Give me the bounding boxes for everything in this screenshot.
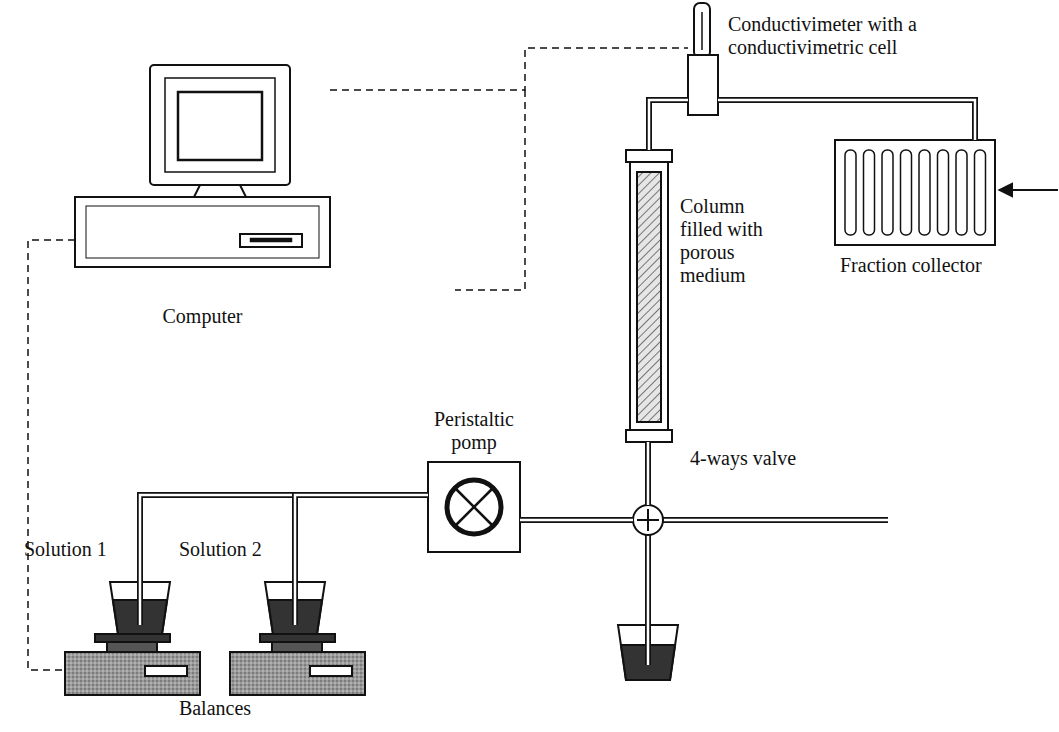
signal-line [455,90,525,290]
tube-wall [718,100,975,140]
tube-bore [647,442,650,505]
solution-beaker: Solution 1 [110,582,170,634]
part-label: Computer [75,305,330,328]
peristaltic-pump: Peristaltic pomp [428,462,520,552]
signal-line [28,240,75,670]
part-label: Column filled with porous medium [680,195,765,287]
signal-connector [28,240,75,670]
tube-bore [139,582,142,625]
computer-case [75,197,330,267]
tube-bore [295,495,428,582]
part-label: Peristaltic pomp [424,408,524,454]
static-tubes [140,520,888,665]
tube-wall [645,442,651,505]
tube-bore [520,519,633,522]
part-label: Solution 1 [24,538,124,561]
part-label: Solution 2 [179,538,279,561]
balance-2 [230,634,365,695]
feed-arrow [999,189,1058,191]
tube-bore [140,495,428,582]
computer: Computer [75,65,330,267]
collector-rack [835,140,995,245]
tube-bore [718,100,975,140]
tube-wall [520,517,633,523]
tube-bore [649,100,688,150]
fraction-collector: Fraction collector [835,140,995,245]
four-way-valve: 4-ways valve [633,505,663,535]
signal-line [330,48,688,90]
signal-connector [330,48,688,90]
valve-symbol [633,505,663,535]
column-symbol [626,150,672,442]
part-label: Balances [65,697,365,720]
tube-wall [140,495,428,582]
porous-column: Column filled with porous medium [628,150,670,442]
tube-wall [292,582,298,625]
tube-connector [648,442,649,505]
solution-beaker: Solution 2 [265,582,325,634]
tube-bore [294,582,297,625]
balances: Balances [65,640,365,695]
tube-bore [663,519,888,522]
tube-wall [663,517,888,523]
cell-symbol [688,3,718,115]
beaker-1 [110,582,170,634]
tube-bore [647,535,650,665]
balance-1 [65,634,200,695]
collector-tubes [845,150,986,235]
part-label: Fraction collector [840,254,1030,277]
tube-wall [649,100,688,150]
tube-connector [520,520,633,521]
tube-wall [295,495,428,582]
tube-connector [649,100,688,150]
pump-symbol [428,462,520,552]
tube-connector [295,495,428,582]
conductivimeter-cell: Conductivimeter with a conductivimetric … [688,3,718,115]
part-label: 4-ways valve [690,447,840,470]
tube-wall [137,582,143,625]
monitor [150,65,290,185]
tube-connector [718,100,975,140]
tube-connector [140,495,428,582]
beaker-2 [265,582,325,634]
tube-wall [645,535,651,665]
part-label: Conductivimeter with a conductivimetric … [728,13,978,59]
